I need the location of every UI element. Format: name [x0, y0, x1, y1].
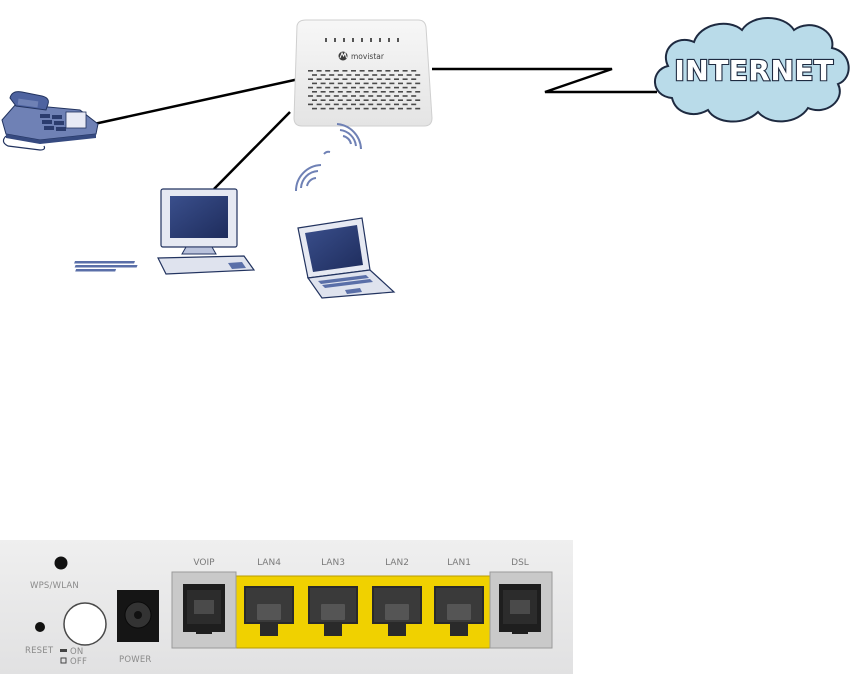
router-internet-link [432, 69, 657, 92]
on-label: ON [70, 647, 83, 657]
port-label-lan3: LAN3 [321, 558, 345, 568]
laptop-icon [298, 218, 394, 298]
internet-cloud-icon: INTERNET [655, 18, 849, 122]
port-label-lan1: LAN1 [447, 558, 471, 568]
power-switch[interactable] [64, 603, 106, 645]
wifi-signal-icon [296, 124, 361, 191]
port-label-lan4: LAN4 [257, 558, 281, 568]
port-label-lan2: LAN2 [385, 558, 409, 568]
router-device: movistar [294, 20, 432, 126]
power-label: POWER [119, 655, 152, 665]
router-brand-label: movistar [351, 52, 385, 61]
port-label-dsl: DSL [511, 558, 529, 568]
reset-button[interactable] [35, 622, 45, 632]
router-back-panel: WPS/WLAN RESET ON OFF POWER VOIP LAN4 LAN3… [0, 540, 573, 674]
off-label: OFF [70, 657, 87, 667]
port-label-voip: VOIP [193, 558, 215, 568]
internet-label: INTERNET [674, 54, 833, 87]
telephone-icon [2, 92, 98, 150]
desktop-computer-icon [74, 189, 254, 274]
phone-router-cable [94, 79, 299, 124]
movistar-logo [339, 52, 348, 61]
wps-label: WPS/WLAN [30, 581, 79, 591]
port-dsl[interactable] [499, 584, 541, 634]
reset-label: RESET [25, 646, 54, 656]
wps-button[interactable] [55, 557, 68, 570]
desktop-router-cable [214, 112, 290, 189]
port-voip[interactable] [183, 584, 225, 634]
